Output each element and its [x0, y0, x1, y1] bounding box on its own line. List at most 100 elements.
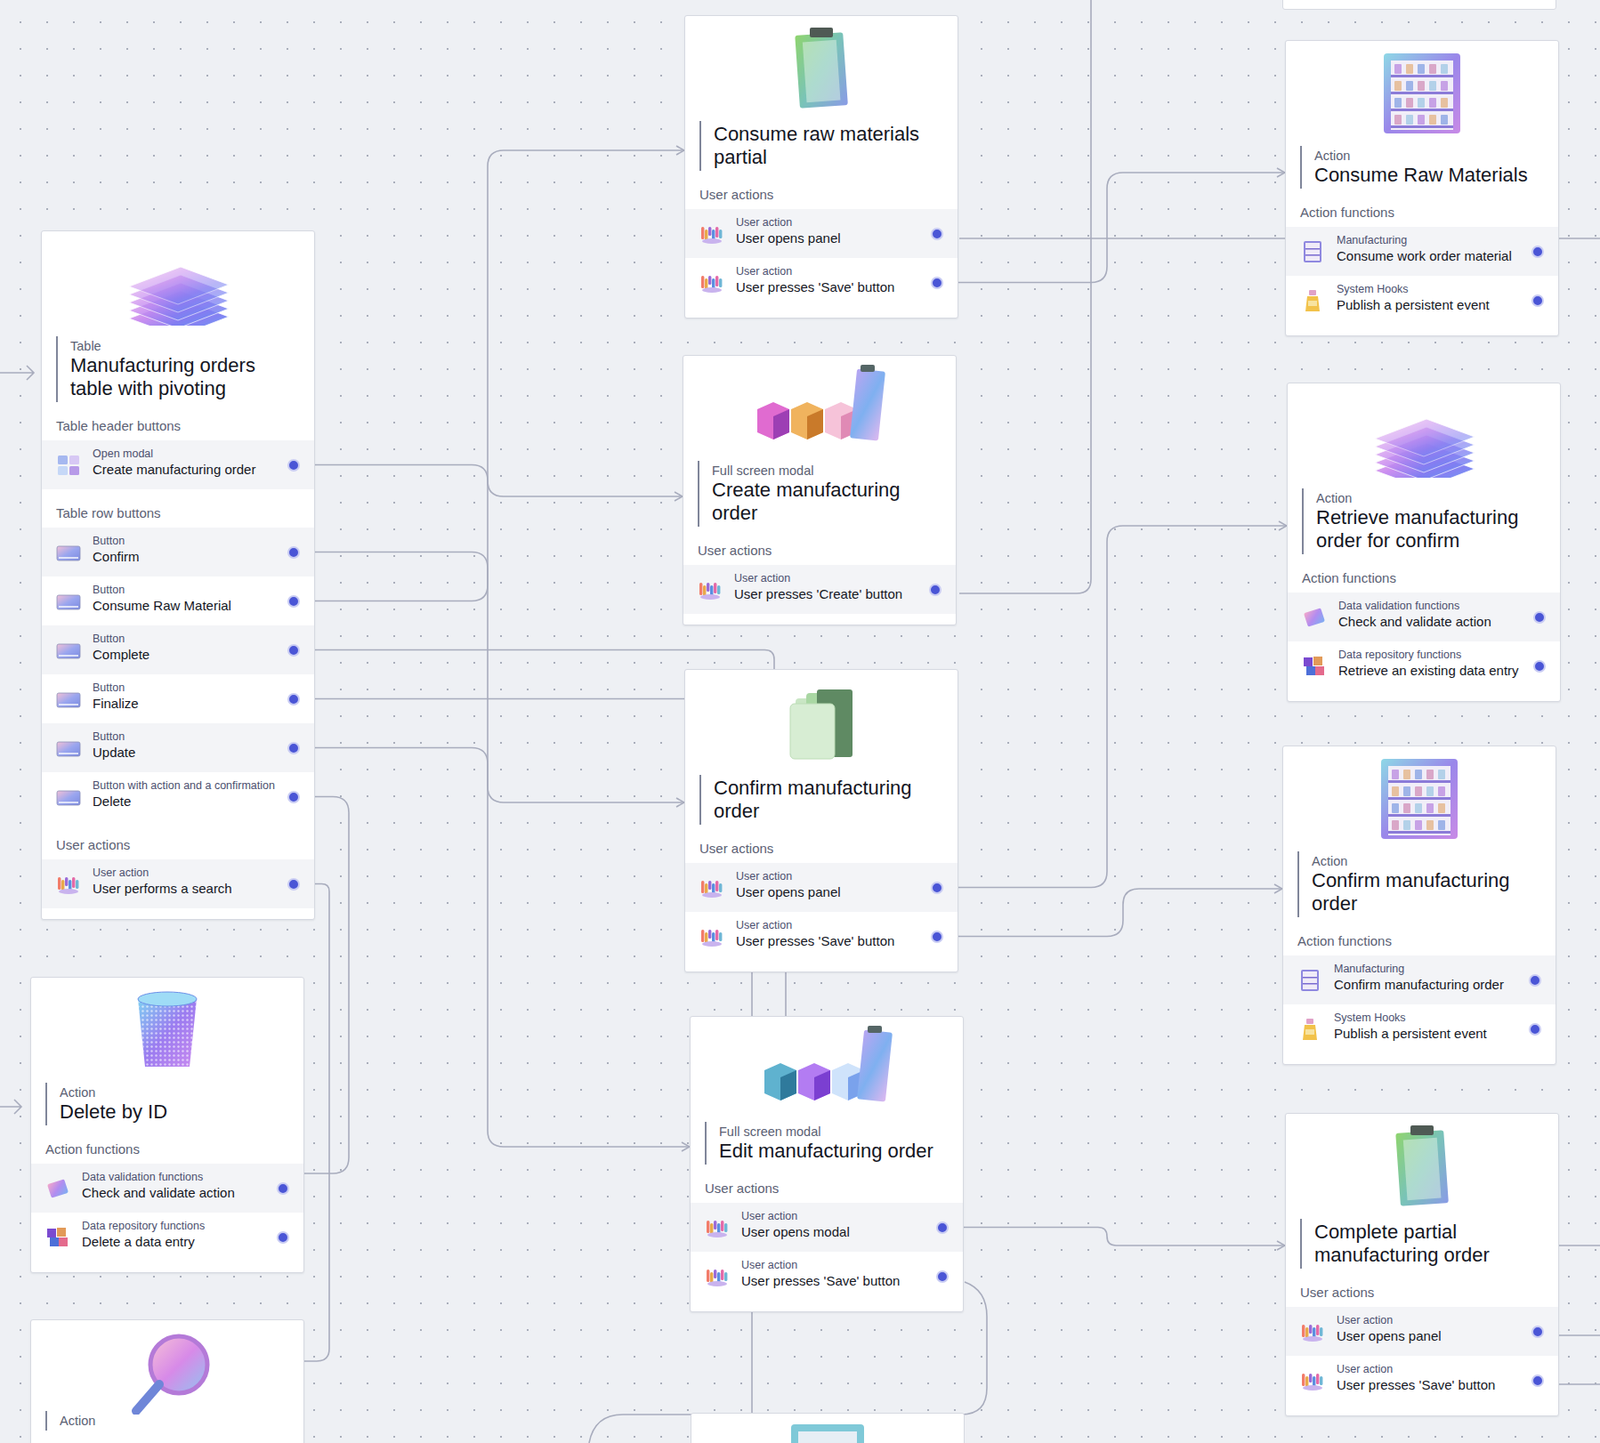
partial-card [690, 1413, 965, 1443]
node-card: ActionConsume Raw MaterialsAction functi… [1284, 40, 1560, 337]
row-icon [699, 270, 725, 296]
row-kind: User action [735, 870, 928, 884]
card-illustration-part [1391, 820, 1399, 831]
row-icon-part [56, 742, 81, 757]
action-row: ButtonConfirm [41, 527, 315, 577]
card-illustration-part [791, 1424, 865, 1443]
row-label: Consume work order material [1336, 247, 1528, 265]
row-label: Publish a persistent event [1333, 1025, 1526, 1043]
card-heading: ActionRetrieve manufacturing order for c… [1301, 488, 1546, 555]
row-icon-part [715, 880, 719, 892]
card-heading: ActionConsume Raw Materials [1300, 145, 1544, 189]
row-text: User actionUser performs a search [92, 866, 284, 897]
port-dot [287, 742, 300, 755]
row-icon-part [704, 883, 708, 895]
section-header: Action functions [31, 1125, 304, 1164]
row-icon-part [719, 229, 722, 239]
row-icon-part [719, 883, 722, 893]
row-icon-part [56, 644, 81, 659]
row-icon-part [56, 791, 81, 806]
row-text: User actionUser opens modal [741, 1210, 933, 1241]
port-dot [1531, 1325, 1544, 1339]
row-icon-part [707, 1232, 728, 1238]
row-kind: User action [734, 572, 926, 586]
connector [314, 698, 685, 701]
row-icon-part [56, 546, 81, 561]
card-heading: Full screen modalEdit manufacturing orde… [704, 1122, 949, 1165]
row-text: User actionUser presses 'Save' button [741, 1259, 933, 1290]
port-dot [1531, 245, 1544, 259]
row-icon-part [701, 275, 704, 289]
row-icon-part [72, 877, 75, 889]
row-kind: User action [92, 866, 284, 881]
row-icon [704, 1215, 730, 1241]
row-icon-part [1309, 1373, 1312, 1383]
row-icon-part [701, 880, 704, 894]
section-header: User actions [690, 1164, 963, 1204]
port-dot [936, 1221, 949, 1235]
port-dot [930, 276, 944, 290]
row-kind: Button with action and a confirmation [92, 779, 284, 793]
illustration [1285, 1114, 1559, 1214]
action-row: ManufacturingConfirm manufacturing order [1283, 955, 1556, 1005]
row-icon-part [1305, 242, 1320, 261]
row-text: User actionUser opens panel [1336, 1314, 1528, 1345]
illustration [41, 231, 315, 332]
section-header: Table row buttons [41, 489, 315, 528]
port-dot [276, 1182, 290, 1196]
row-icon [1297, 968, 1323, 994]
card-illustration-part [860, 364, 875, 372]
row-icon-part [1302, 1336, 1323, 1342]
card-illustration-part [1440, 80, 1448, 91]
row-label: Delete a data entry [81, 1233, 274, 1251]
card-illustration-part [1406, 114, 1414, 125]
row-text: ButtonComplete [92, 632, 284, 663]
row-icon-part [58, 703, 79, 706]
action-row: ButtonConsume Raw Material [41, 576, 315, 626]
wire [1555, 1245, 1600, 1385]
card-illustration-part [1383, 53, 1461, 134]
row-icon-part [47, 1228, 57, 1238]
card-illustration-part [1403, 1138, 1442, 1201]
row-text: Data validation functionsCheck and valid… [1338, 599, 1530, 631]
section-header: Table header buttons [41, 402, 315, 441]
row-kind: User action [735, 919, 928, 933]
row-icon-part [1316, 1325, 1319, 1336]
section-header: Action functions [1287, 554, 1560, 593]
card-illustration-part [1406, 97, 1414, 108]
row-icon-part [1316, 1373, 1319, 1385]
port-dot [936, 1270, 949, 1284]
connector [957, 888, 1283, 938]
connector [314, 748, 690, 1148]
row-icon-part [58, 801, 79, 804]
row-label: User opens panel [1336, 1327, 1528, 1345]
row-label: User performs a search [92, 880, 284, 897]
row-icon-part [1302, 1385, 1323, 1391]
connector [314, 465, 683, 498]
row-icon-part [1315, 666, 1325, 676]
row-icon [45, 1176, 71, 1202]
card-illustration [1357, 392, 1491, 478]
node-card: TableManufacturing orders table with piv… [40, 230, 316, 921]
row-icon-part [707, 1281, 728, 1287]
card-foot [1283, 1053, 1556, 1065]
row-icon-part [69, 455, 80, 465]
row-icon-part [1305, 1327, 1309, 1339]
row-kind: Open modal [92, 447, 284, 461]
row-text: User actionUser opens panel [735, 870, 928, 901]
card-illustration-part [1414, 820, 1423, 831]
card-illustration-part [1426, 786, 1434, 797]
port-dot [929, 583, 942, 597]
card-foot [41, 908, 315, 920]
row-icon-part [708, 880, 712, 890]
card-illustration-part [757, 402, 790, 440]
row-icon-part [715, 929, 719, 941]
row-icon-part [1302, 1025, 1318, 1041]
action-row: ButtonFinalize [41, 674, 315, 724]
row-icon-part [708, 226, 712, 236]
card-illustration-part [1406, 64, 1414, 74]
card-heading: TableManufacturing orders table with piv… [56, 336, 300, 403]
card-illustration-part [1390, 108, 1454, 112]
card-illustration [750, 364, 889, 451]
